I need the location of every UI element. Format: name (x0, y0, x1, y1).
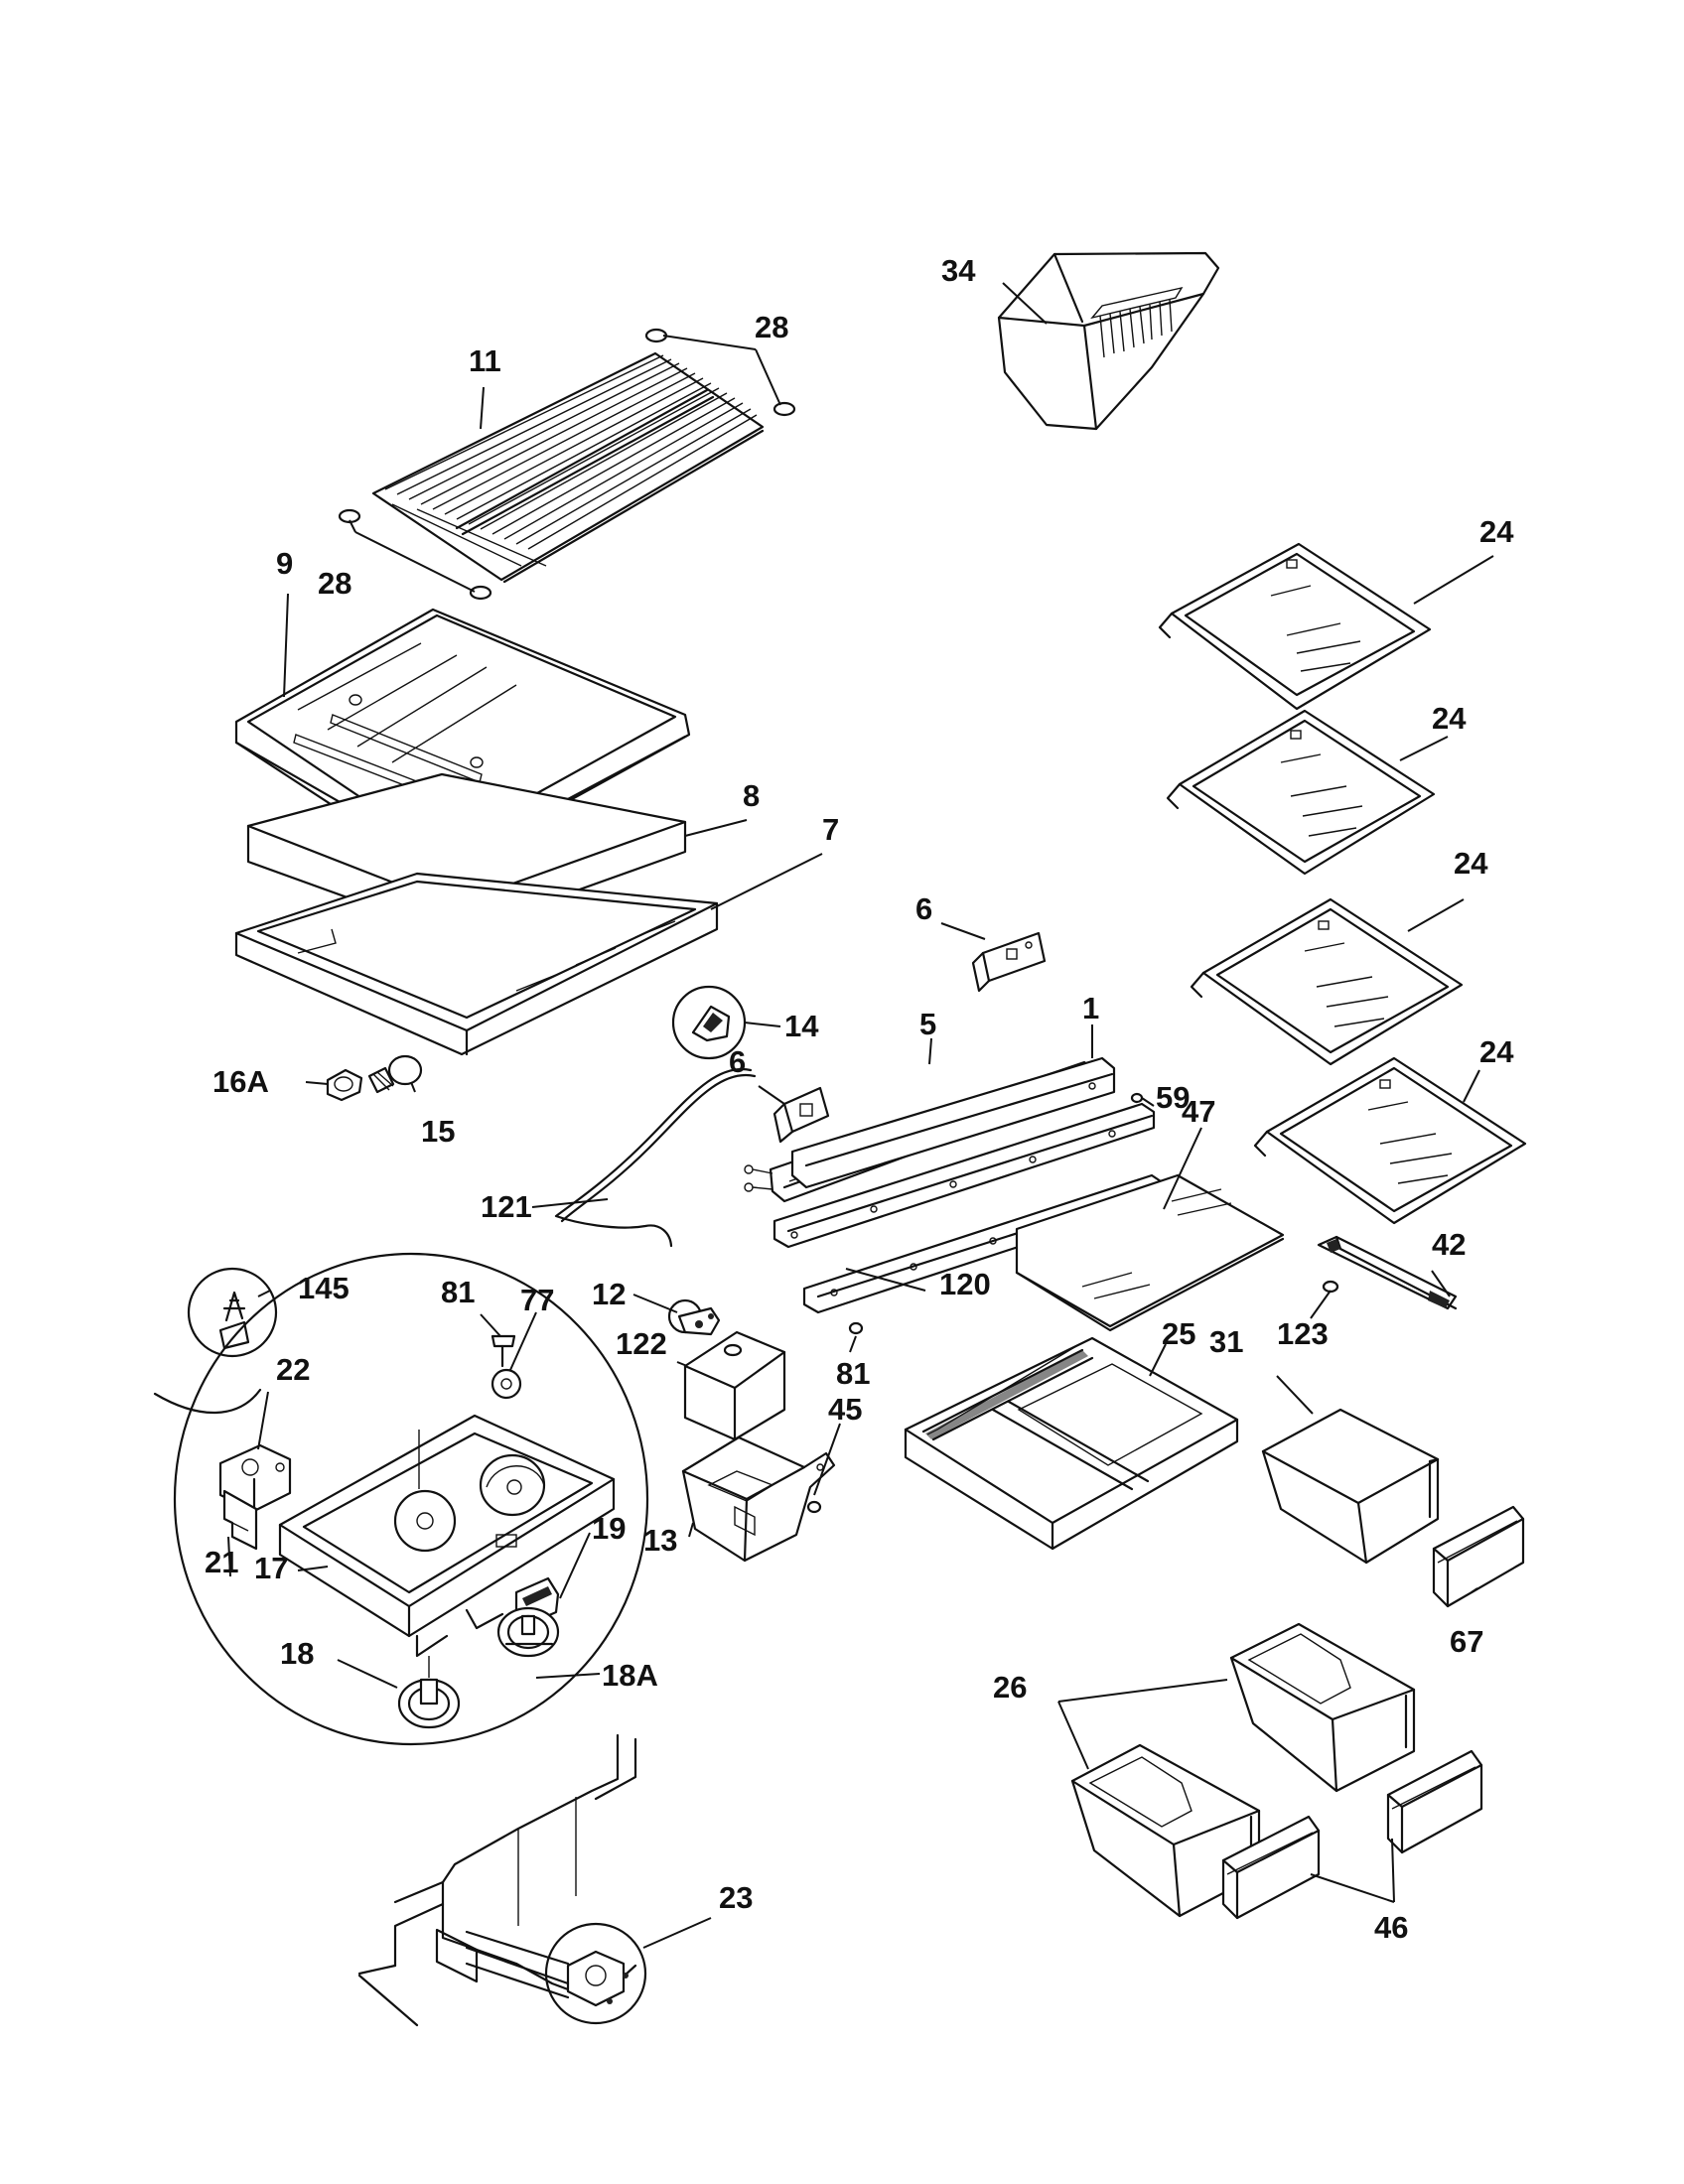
callout-11: 11 (469, 343, 501, 378)
crisper-frame-part (904, 1336, 1239, 1551)
callout-14: 14 (784, 1009, 819, 1043)
washer-screw-part (491, 1334, 522, 1400)
callout-77: 77 (520, 1283, 554, 1317)
callout-5: 5 (919, 1007, 936, 1041)
callout-16A: 16A (212, 1064, 269, 1099)
callout-24-third: 24 (1454, 846, 1488, 881)
control-assembly-detail-circle (173, 1252, 649, 1746)
callout-1: 1 (1082, 991, 1099, 1025)
callout-7: 7 (822, 812, 839, 847)
pan-cover-part (1432, 1505, 1525, 1608)
glass-shelf-24-a (1158, 542, 1432, 711)
callout-25: 25 (1162, 1316, 1195, 1351)
control-housing-tray-part (278, 1414, 616, 1658)
screw-part (806, 1092, 1339, 1514)
callout-22: 22 (276, 1352, 310, 1387)
air-damper-housing-part (683, 1330, 786, 1441)
glass-shelf-part (1015, 1173, 1285, 1332)
callout-12: 12 (592, 1277, 626, 1311)
support-rail-upper-part (772, 1102, 1156, 1249)
callout-42: 42 (1432, 1227, 1466, 1262)
callout-120: 120 (939, 1267, 991, 1301)
callout-31: 31 (1209, 1324, 1243, 1359)
shelf-end-cap-part (338, 328, 796, 601)
mounting-bracket-upper-part (971, 931, 1047, 993)
callout-26: 26 (993, 1670, 1027, 1705)
callout-18A: 18A (602, 1658, 658, 1693)
callout-19: 19 (592, 1511, 626, 1546)
callout-28-lower: 28 (318, 566, 351, 601)
glass-shelf-24-b (1166, 709, 1436, 876)
wire-tie-clip-part (187, 1267, 278, 1358)
drawer-cover-upper-part (1386, 1749, 1483, 1854)
callout-81-lower: 81 (836, 1356, 870, 1391)
callout-24-fourth: 24 (1479, 1034, 1514, 1069)
callout-9: 9 (276, 546, 293, 581)
wire-shelf-part (371, 351, 765, 584)
callout-8: 8 (743, 778, 760, 813)
wire-lead-part (153, 1388, 262, 1415)
callout-24-second: 24 (1432, 701, 1467, 736)
callout-34: 34 (941, 253, 976, 288)
callout-45: 45 (828, 1392, 862, 1427)
callout-13: 13 (643, 1523, 677, 1558)
callout-24-first: 24 (1479, 514, 1514, 549)
bottom-damper-detail-circle (465, 1922, 647, 2025)
glass-shelf-24-d (1253, 1056, 1527, 1225)
callout-17: 17 (254, 1551, 288, 1585)
callout-23: 23 (719, 1880, 753, 1915)
damper-bracket-part (222, 1489, 258, 1551)
air-damper-base-part (681, 1435, 836, 1563)
mounting-bracket-lower-part (772, 1086, 830, 1144)
control-knob-part (397, 1656, 461, 1729)
crisper-cover-base-part (234, 872, 719, 1056)
callout-6-lower: 6 (729, 1044, 746, 1079)
callout-121: 121 (481, 1189, 532, 1224)
leader-lines (227, 282, 1494, 1949)
control-knob-a-part (496, 1606, 560, 1658)
meat-pan-part (1261, 1408, 1440, 1565)
ice-bin-part (997, 251, 1220, 431)
damper-motor-part (218, 1443, 292, 1513)
callout-6-upper: 6 (915, 891, 932, 926)
crisper-support-trim-part (1317, 1235, 1458, 1310)
callout-labels: 34 28 11 28 9 24 24 24 24 8 7 6 1 5 14 6… (205, 253, 1514, 1945)
callout-18: 18 (280, 1636, 314, 1671)
callout-47: 47 (1182, 1094, 1215, 1129)
callout-81-upper: 81 (441, 1275, 475, 1309)
light-bulb-assembly-part (326, 1054, 423, 1102)
callout-46: 46 (1374, 1910, 1408, 1945)
callout-28-upper: 28 (755, 310, 788, 344)
drawer-cover-lower-part (1221, 1815, 1321, 1920)
callout-123: 123 (1277, 1316, 1329, 1351)
control-panel-base-part (790, 1056, 1116, 1189)
callout-15: 15 (421, 1114, 455, 1149)
callout-21: 21 (205, 1545, 238, 1579)
callout-145: 145 (298, 1271, 350, 1305)
wire-harness-part (554, 1067, 757, 1248)
temperature-sensor-part (667, 1298, 721, 1336)
callout-67: 67 (1450, 1624, 1483, 1659)
crisper-drawer-upper-part (1229, 1622, 1416, 1793)
callout-122: 122 (616, 1326, 667, 1361)
callout-59: 59 (1156, 1080, 1190, 1115)
glass-shelf-24-c (1190, 897, 1464, 1066)
